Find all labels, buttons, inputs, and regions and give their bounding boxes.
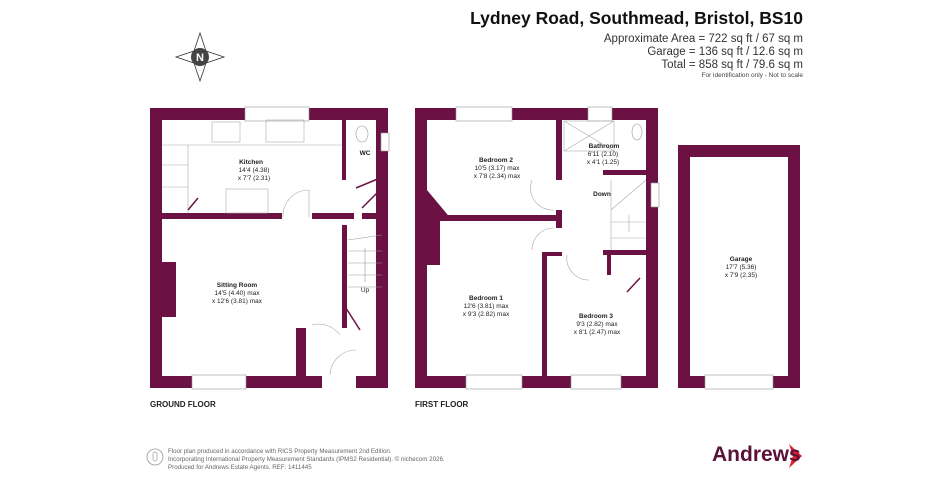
footer-disclaimer: Floor plan produced in accordance with R…	[168, 448, 445, 472]
kitchen-dim1: 14'4 (4.38)	[239, 167, 270, 174]
bathroom-label: Bathroom	[589, 143, 620, 150]
first-floor-label: FIRST FLOOR	[415, 400, 469, 409]
stairs-down-label: Down	[593, 191, 611, 198]
bedroom3-dim1: 9'3 (2.82) max	[576, 321, 618, 328]
sitting-room-label: Sitting Room	[217, 282, 258, 289]
kitchen-label: Kitchen	[239, 159, 263, 166]
bedroom1-dim1: 12'6 (3.81) max	[464, 303, 510, 310]
footer-line-1: Floor plan produced in accordance with R…	[168, 448, 392, 455]
bedroom3-dim2: x 8'1 (2.47) max	[574, 329, 621, 336]
footer-line-2: Incorporating International Property Mea…	[168, 456, 445, 463]
compass-north-label: N	[196, 52, 204, 64]
bathroom-dim2: x 4'1 (1.25)	[587, 159, 619, 166]
garage-plan: Garage 17'7 (5.36) x 7'9 (2.35)	[678, 145, 800, 390]
approximate-area: Approximate Area = 722 sq ft / 67 sq m	[603, 33, 803, 45]
total-area: Total = 858 sq ft / 79.6 sq m	[661, 59, 803, 71]
bedroom1-dim2: x 9'3 (2.82) max	[463, 311, 510, 318]
garage-dim1: 17'7 (5.36)	[726, 264, 757, 271]
stairs-up-label: Up	[361, 287, 370, 294]
sitting-room-dim2: x 12'6 (3.81) max	[212, 298, 263, 305]
wc-label: WC	[360, 150, 371, 157]
scale-note: For identification only - Not to scale	[701, 72, 803, 79]
property-title: Lydney Road, Southmead, Bristol, BS10	[470, 8, 803, 28]
bedroom2-dim2: x 7'8 (2.34) max	[474, 173, 521, 180]
andrews-logo: Andrews	[712, 443, 801, 466]
first-floor-plan: Bedroom 2 10'5 (3.17) max x 7'8 (2.34) m…	[415, 106, 660, 390]
measurement-standard-icon	[146, 448, 164, 466]
bedroom1-label: Bedroom 1	[469, 295, 503, 302]
footer-line-3: Produced for Andrews Estate Agents. REF:…	[168, 464, 312, 471]
ground-floor-label: GROUND FLOOR	[150, 400, 216, 409]
sitting-room-dim1: 14'5 (4.40) max	[215, 290, 261, 297]
bedroom3-label: Bedroom 3	[579, 313, 613, 320]
bedroom2-dim1: 10'5 (3.17) max	[475, 165, 521, 172]
logo-arrow-icon	[789, 444, 802, 468]
garage-label: Garage	[730, 256, 753, 263]
kitchen-dim2: x 7'7 (2.31)	[238, 175, 270, 182]
bathroom-dim1: 6'11 (2.10)	[588, 151, 618, 158]
garage-area: Garage = 136 sq ft / 12.6 sq m	[647, 46, 803, 58]
bedroom2-label: Bedroom 2	[479, 157, 513, 164]
compass-icon: N	[174, 31, 226, 83]
garage-dim2: x 7'9 (2.35)	[725, 272, 757, 279]
ground-floor-plan: Kitchen 14'4 (4.38) x 7'7 (2.31) WC Sitt…	[150, 106, 390, 390]
